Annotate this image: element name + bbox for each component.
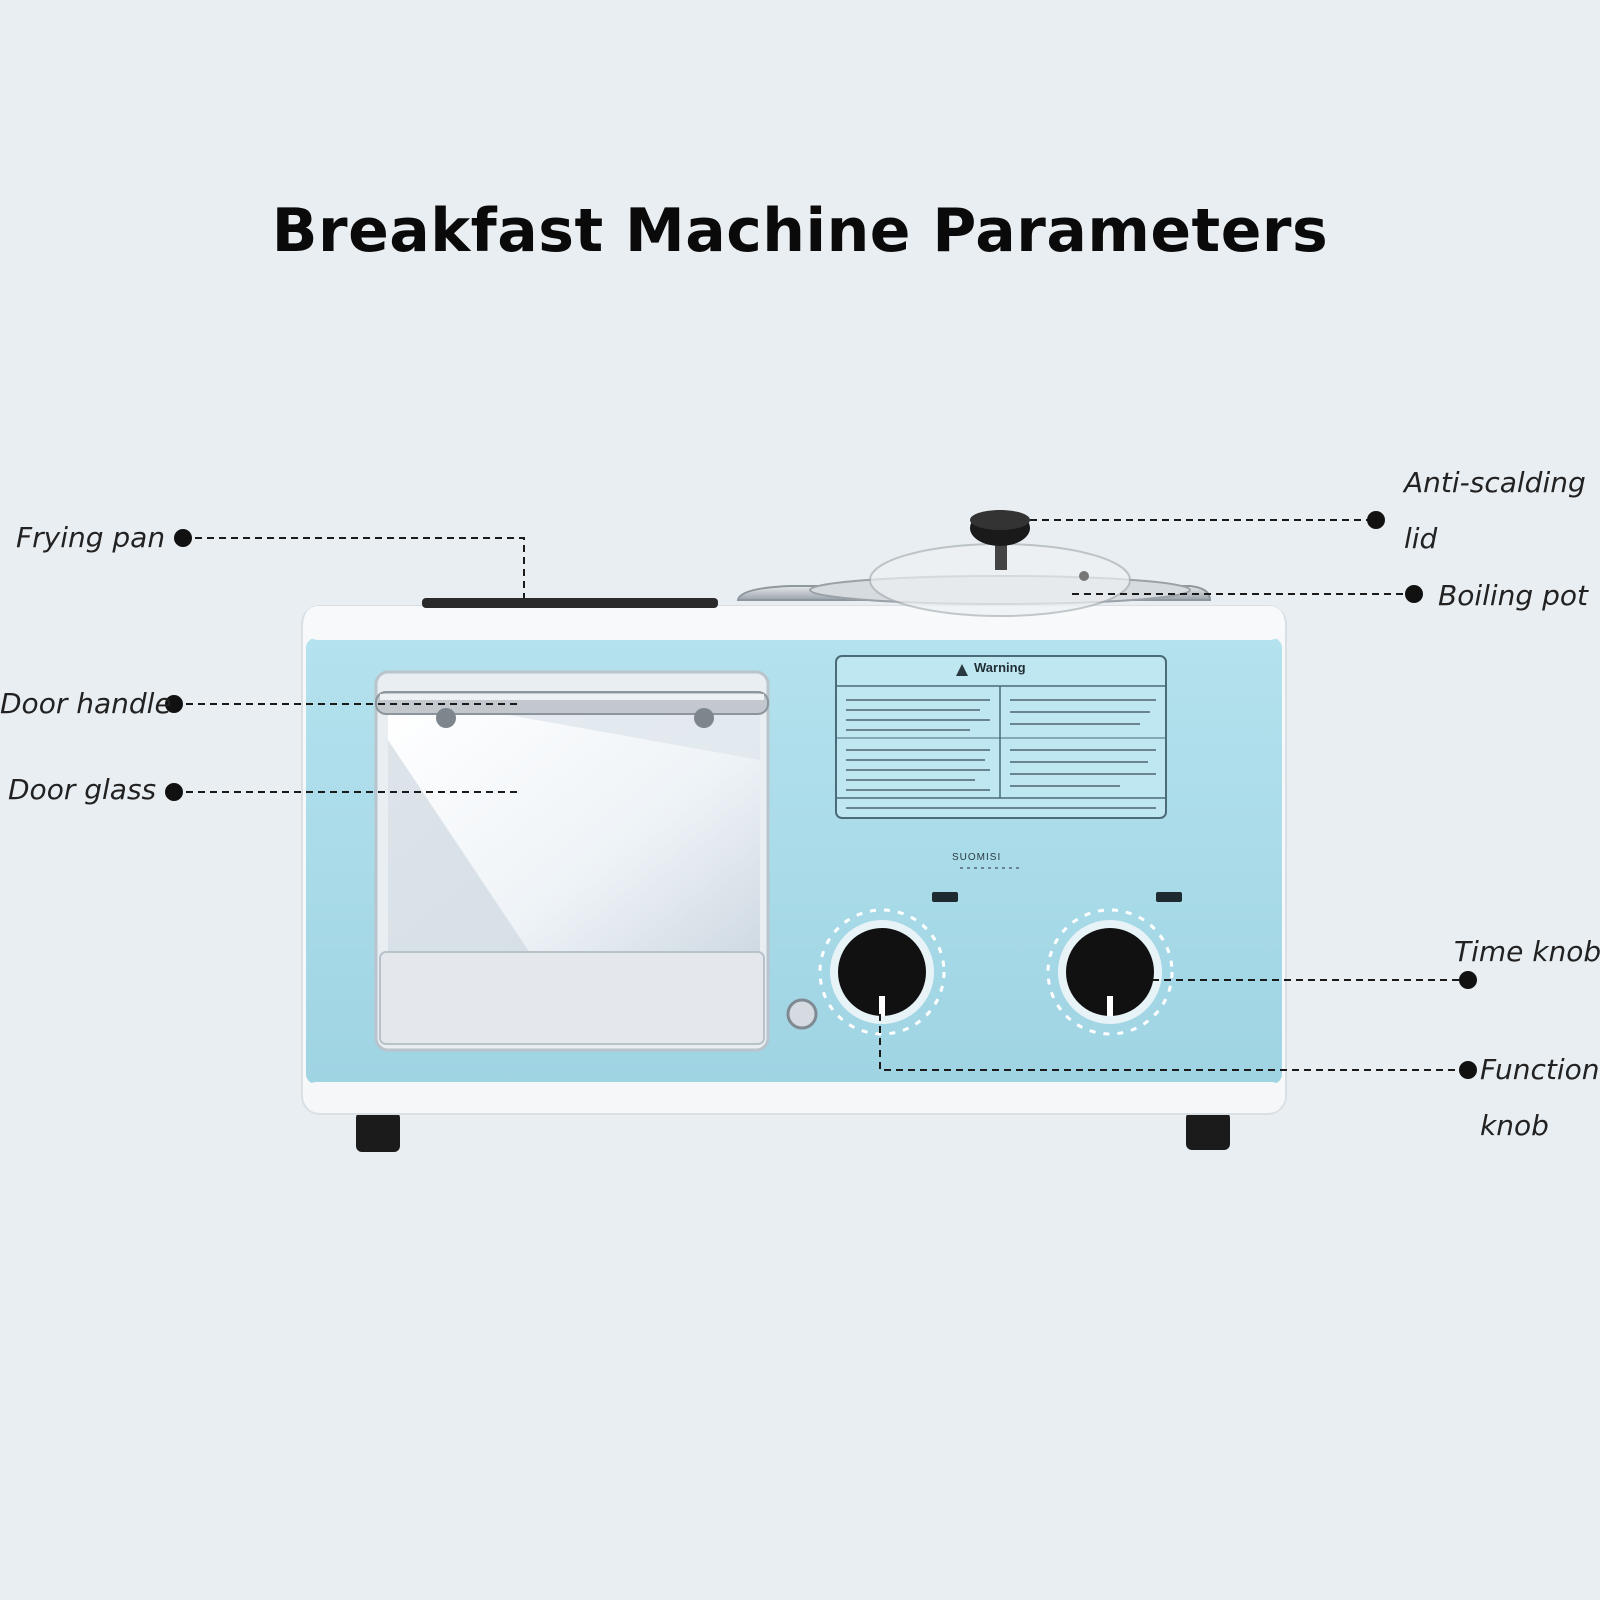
dot-boiling-pot (1405, 585, 1423, 603)
dot-function-knob (1459, 1061, 1477, 1079)
leader-frying-pan (183, 537, 525, 598)
label-boiling-pot: Boiling pot (1438, 579, 1588, 612)
warning-panel (835, 655, 1167, 819)
brand-label: SUOMISI (952, 852, 1002, 863)
left-foot (356, 1112, 400, 1152)
leader-function-knob (879, 1014, 1468, 1071)
right-foot (1186, 1112, 1230, 1150)
label-door-glass: Door glass (8, 773, 157, 806)
label-function-knob-line2: knob (1480, 1109, 1549, 1142)
dot-door-handle (165, 695, 183, 713)
dot-door-glass (165, 783, 183, 801)
dot-frying-pan (174, 529, 192, 547)
label-time-knob: Time knob (1454, 935, 1600, 968)
label-frying-pan: Frying pan (16, 521, 166, 554)
label-anti-scalding-lid-line2: lid (1404, 522, 1438, 555)
indicator-light (786, 998, 818, 1030)
frying-pan (422, 598, 718, 608)
dot-anti-scalding-lid (1367, 511, 1385, 529)
label-anti-scalding-lid-line1: Anti-scalding (1404, 466, 1586, 499)
dot-time-knob (1459, 971, 1477, 989)
time-knob (1046, 908, 1174, 1036)
page-title: Breakfast Machine Parameters (271, 196, 1329, 266)
function-knob (818, 908, 946, 1036)
label-door-handle: Door handle (0, 687, 172, 720)
label-function-knob-line1: Function (1480, 1053, 1600, 1086)
warning-title: Warning (974, 660, 1026, 675)
